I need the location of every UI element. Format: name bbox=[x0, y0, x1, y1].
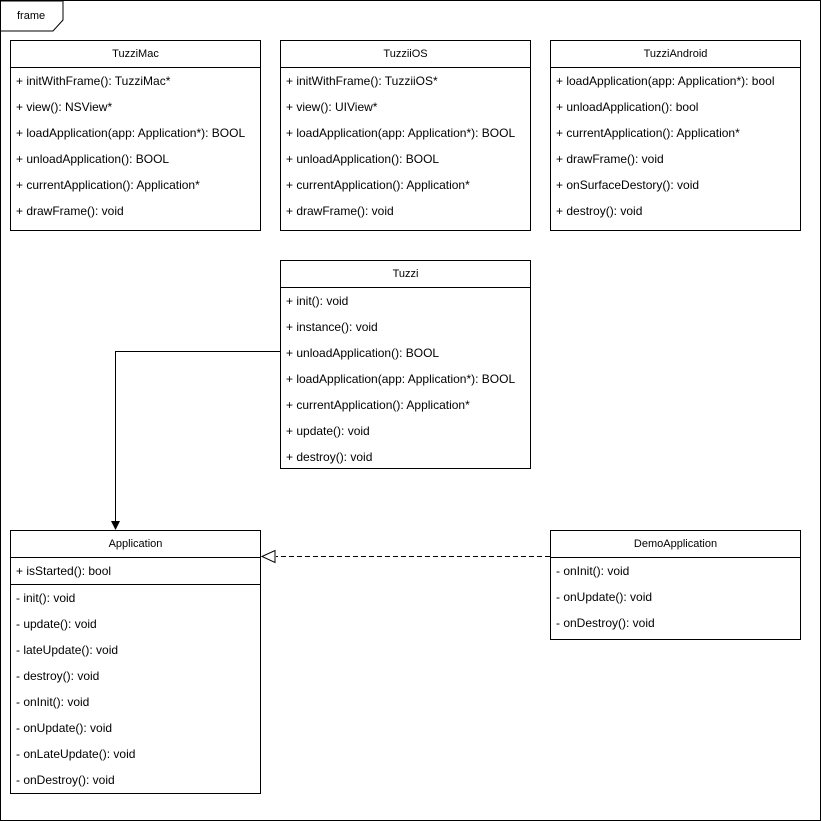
class-member: + drawFrame(): void bbox=[286, 204, 394, 218]
class-member: + unloadApplication(): BOOL bbox=[286, 152, 440, 166]
class-member: + instance(): void bbox=[286, 320, 378, 334]
class-member: + isStarted(): bool bbox=[16, 564, 112, 578]
class-member: + onSurfaceDestory(): void bbox=[556, 178, 700, 192]
class-tuzziandroid[interactable]: TuzziAndroid + loadApplication(app: Appl… bbox=[550, 40, 801, 231]
class-member: + loadApplication(app: Application*): BO… bbox=[286, 126, 516, 140]
class-member: + initWithFrame(): TuzziiOS* bbox=[286, 74, 438, 88]
class-member: + loadApplication(app: Application*): bo… bbox=[556, 74, 775, 88]
class-name: TuzziMac bbox=[11, 41, 260, 68]
class-application[interactable]: Application + isStarted(): bool - init()… bbox=[10, 530, 261, 794]
class-member: - update(): void bbox=[16, 617, 97, 631]
class-member: - lateUpdate(): void bbox=[16, 643, 119, 657]
realization-arrowhead bbox=[260, 549, 276, 564]
class-name: Application bbox=[11, 531, 260, 558]
class-member: - onInit(): void bbox=[16, 695, 90, 709]
class-member: + initWithFrame(): TuzziMac* bbox=[16, 74, 171, 88]
class-demoapplication[interactable]: DemoApplication - onInit(): void - onUpd… bbox=[550, 530, 801, 640]
class-member: + currentApplication(): Application* bbox=[286, 178, 470, 192]
class-member: + loadApplication(app: Application*): BO… bbox=[16, 126, 246, 140]
class-member: + init(): void bbox=[286, 294, 349, 308]
association-arrow-tuzzi-application bbox=[115, 351, 281, 522]
class-member: - onUpdate(): void bbox=[556, 590, 653, 604]
class-member: + drawFrame(): void bbox=[16, 204, 124, 218]
class-member: + view(): NSView* bbox=[16, 100, 113, 114]
class-member: + unloadApplication(): BOOL bbox=[16, 152, 170, 166]
class-member: + loadApplication(app: Application*): BO… bbox=[286, 372, 516, 386]
class-member: + currentApplication(): Application* bbox=[286, 398, 470, 412]
class-member: + update(): void bbox=[286, 424, 370, 438]
class-member: + unloadApplication(): BOOL bbox=[286, 346, 440, 360]
class-tuzziios[interactable]: TuzziiOS + initWithFrame(): TuzziiOS* + … bbox=[280, 40, 531, 231]
class-tuzzi[interactable]: Tuzzi + init(): void + instance(): void … bbox=[280, 260, 531, 469]
class-member: - onDestroy(): void bbox=[556, 616, 655, 630]
class-member: + currentApplication(): Application* bbox=[16, 178, 200, 192]
frame-label: frame bbox=[17, 10, 46, 22]
class-name: DemoApplication bbox=[551, 531, 800, 558]
class-tuzzimac[interactable]: TuzziMac + initWithFrame(): TuzziMac* + … bbox=[10, 40, 261, 231]
class-member: - destroy(): void bbox=[16, 669, 100, 683]
compartment-divider bbox=[11, 584, 260, 585]
class-name: Tuzzi bbox=[281, 261, 530, 288]
class-member: - init(): void bbox=[16, 591, 76, 605]
class-name: TuzziAndroid bbox=[551, 41, 800, 68]
class-member: - onInit(): void bbox=[556, 564, 630, 578]
class-member: - onDestroy(): void bbox=[16, 773, 115, 787]
class-member: + destroy(): void bbox=[286, 450, 373, 464]
frame-tab bbox=[1, 0, 64, 32]
class-member: + currentApplication(): Application* bbox=[556, 126, 740, 140]
class-member: + view(): UIView* bbox=[286, 100, 378, 114]
class-member: + destroy(): void bbox=[556, 204, 643, 218]
class-member: + drawFrame(): void bbox=[556, 152, 664, 166]
class-member: - onUpdate(): void bbox=[16, 721, 113, 735]
class-member: - onLateUpdate(): void bbox=[16, 747, 136, 761]
class-member: + unloadApplication(): bool bbox=[556, 100, 699, 114]
association-arrowhead bbox=[111, 521, 120, 530]
class-name: TuzziiOS bbox=[281, 41, 530, 68]
